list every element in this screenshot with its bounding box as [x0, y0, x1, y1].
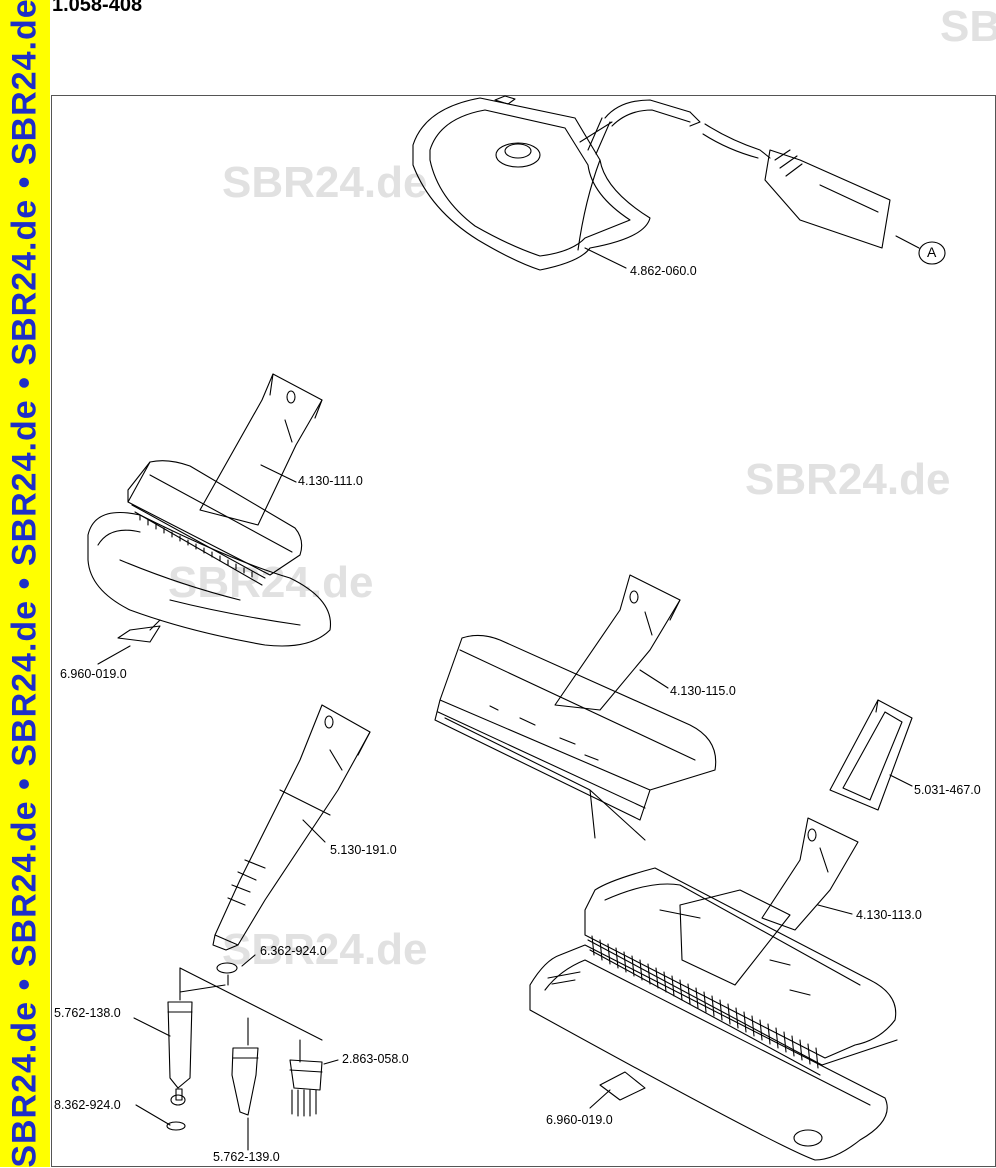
part-label: 6.960-019.0	[60, 667, 127, 681]
hand-nozzle-drawing	[87, 373, 332, 647]
adapter-strip-drawing	[829, 699, 913, 811]
part-label: 2.863-058.0	[342, 1052, 409, 1066]
watermark-top-right: SB	[940, 2, 996, 51]
callout-a-label: A	[927, 244, 937, 260]
floor-nozzle-drawing	[434, 574, 717, 841]
leader-line	[639, 669, 669, 689]
part-label: 5.762-138.0	[54, 1006, 121, 1020]
watermark: SBR24.de	[745, 455, 951, 504]
part-label: 5.130-191.0	[330, 843, 397, 857]
part-label: 6.960-019.0	[546, 1113, 613, 1127]
part-label: 5.031-467.0	[914, 783, 981, 797]
part-label: 4.862-060.0	[630, 264, 697, 278]
watermark: SBR24.de	[222, 158, 428, 207]
part-label: 4.130-113.0	[856, 908, 922, 922]
spot-nozzle-drawing	[166, 704, 371, 1131]
leader-line	[817, 904, 853, 915]
leader-line	[260, 464, 297, 483]
part-label: 6.362-924.0	[260, 944, 327, 958]
leader-line	[133, 1017, 171, 1037]
part-label: 8.362-924.0	[54, 1098, 121, 1112]
leader-line	[97, 645, 131, 665]
leader-line	[889, 774, 913, 787]
watermark: SBR24.de	[222, 925, 428, 974]
part-label: 4.130-111.0	[298, 474, 363, 488]
leader-line	[323, 1059, 339, 1065]
leader-line	[135, 1104, 171, 1126]
leader-line	[302, 819, 326, 843]
callout-a	[895, 235, 946, 265]
steam-iron-drawing	[412, 95, 891, 271]
floor-brush-nozzle-drawing	[529, 817, 898, 1161]
document-number: 1.058-408	[52, 0, 143, 16]
leader-line	[241, 954, 256, 967]
watermark: SBR24.de	[168, 558, 374, 607]
leader-line	[584, 247, 627, 269]
side-banner: SBR24.de • SBR24.de • SBR24.de • SBR24.d…	[0, 0, 50, 1168]
part-label: 4.130-115.0	[670, 684, 736, 698]
part-label: 5.762-139.0	[213, 1150, 280, 1164]
leader-line	[589, 1089, 611, 1109]
